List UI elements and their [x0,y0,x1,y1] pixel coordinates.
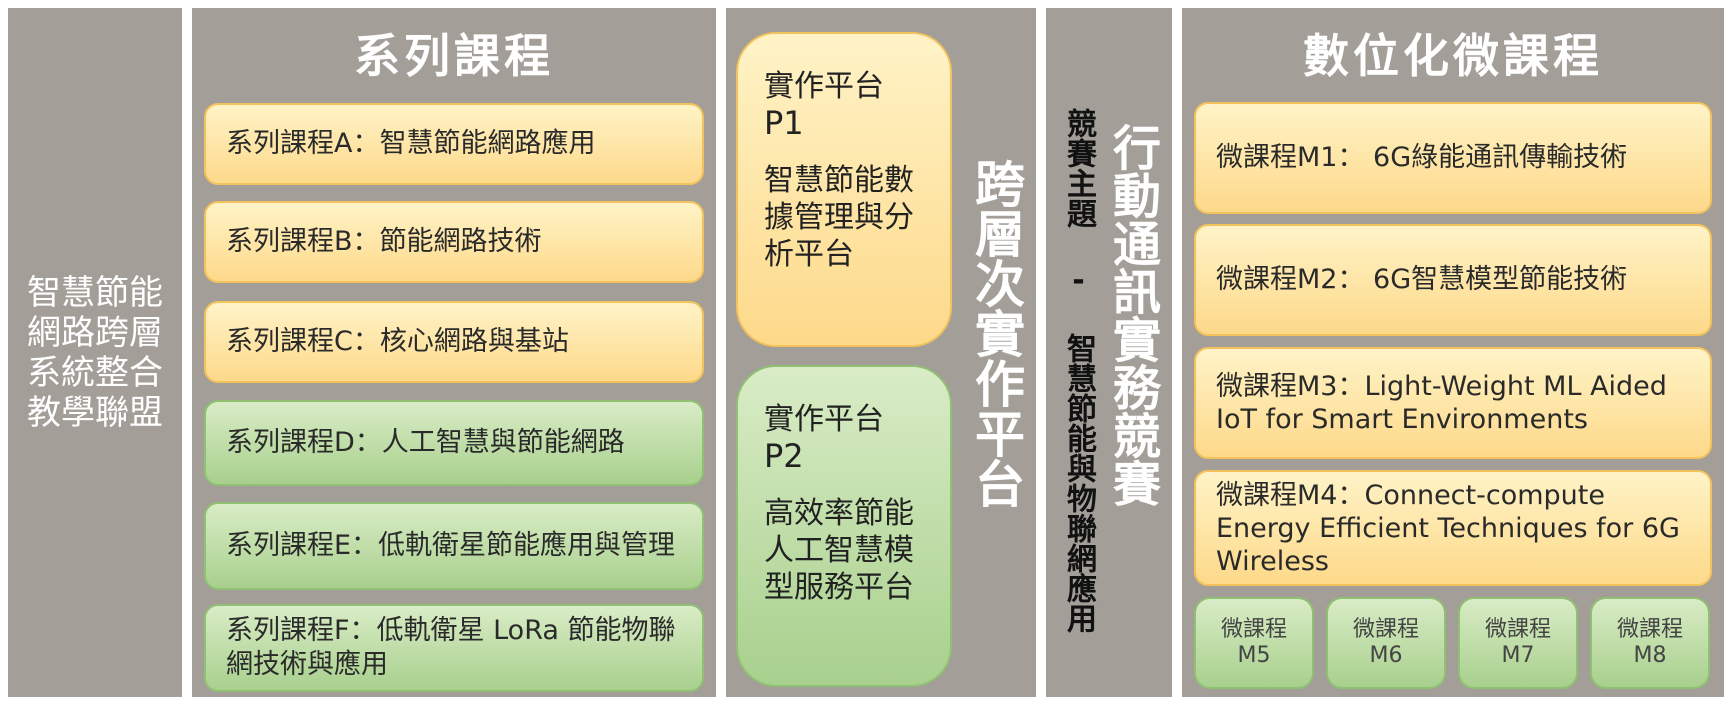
micro-course-name: 微課程 [1220,617,1287,642]
platform-vertical-title: 跨層次實作平台 [967,158,1025,508]
micro-course-code: M6 [1369,643,1403,668]
micro-course-m6[interactable]: 微課程 M6 [1326,597,1446,689]
platform-p1-title: 實作平台 [764,69,884,104]
micro-panel: 數位化微課程 微課程M1： 6G綠能通訊傳輸技術 微課程M2： 6G智慧模型節能… [1182,8,1724,697]
micro-course-code: M7 [1501,643,1535,668]
platform-p1-card[interactable]: 實作平台 P1 智慧節能數據管理與分析平台 [736,32,952,347]
micro-course-label: 微課程M4：Connect-compute Energy Efficient T… [1216,479,1680,577]
competition-main-title: 行動通訊實務競賽 [1104,123,1160,507]
micro-course-label: 微課程M1： 6G綠能通訊傳輸技術 [1216,142,1628,173]
micro-course-m2[interactable]: 微課程M2： 6G智慧模型節能技術 [1194,224,1712,336]
micro-course-label: 微課程M2： 6G智慧模型節能技術 [1216,264,1628,295]
micro-course-code: M8 [1633,643,1667,668]
alliance-title-text: 智慧節能 網路跨層 系統整合 教學聯盟 [27,272,163,433]
platform-p2-desc: 高效率節能人工智慧模型服務平台 [764,496,914,605]
series-course-b[interactable]: 系列課程B：節能網路技術 [204,201,704,283]
micro-course-m4[interactable]: 微課程M4：Connect-compute Energy Efficient T… [1194,470,1712,586]
series-course-label: 系列課程B：節能網路技術 [226,226,542,257]
platform-panel: 實作平台 P1 智慧節能數據管理與分析平台 實作平台 P2 高效率節能人工智慧模… [726,8,1036,697]
platform-p1-desc: 智慧節能數據管理與分析平台 [764,163,914,272]
micro-course-m3[interactable]: 微課程M3：Light-Weight ML Aided IoT for Smar… [1194,347,1712,459]
micro-course-name: 微課程 [1352,617,1419,642]
micro-course-m8[interactable]: 微課程 M8 [1590,597,1710,689]
series-course-e[interactable]: 系列課程E：低軌衛星節能應用與管理 [204,502,704,590]
competition-panel: 行動通訊實務競賽 競賽主題 - 智慧節能與物聯網應用 [1046,8,1172,697]
alliance-title: 智慧節能 網路跨層 系統整合 教學聯盟 [8,8,182,697]
series-course-a[interactable]: 系列課程A：智慧節能網路應用 [204,103,704,185]
micro-course-m1[interactable]: 微課程M1： 6G綠能通訊傳輸技術 [1194,102,1712,214]
platform-p2-code: P2 [764,437,804,475]
platform-p2-title: 實作平台 [764,402,884,437]
micro-heading: 數位化微課程 [1303,29,1603,83]
series-panel: 系列課程 系列課程A：智慧節能網路應用 系列課程B：節能網路技術 系列課程C：核… [192,8,716,697]
micro-course-m7[interactable]: 微課程 M7 [1458,597,1578,689]
micro-course-name: 微課程 [1616,617,1683,642]
micro-course-code: M5 [1237,643,1271,668]
alliance-panel: 智慧節能 網路跨層 系統整合 教學聯盟 [8,8,182,697]
series-course-f[interactable]: 系列課程F：低軌衛星 LoRa 節能物聯網技術與應用 [204,604,704,692]
micro-course-m5[interactable]: 微課程 M5 [1194,597,1314,689]
platform-p1-code: P1 [764,104,804,142]
series-course-label: 系列課程C：核心網路與基站 [226,326,569,357]
series-course-label: 系列課程D：人工智慧與節能網路 [226,427,625,458]
micro-course-name: 微課程 [1484,617,1551,642]
series-course-label: 系列課程E：低軌衛星節能應用與管理 [226,530,676,561]
platform-p2-card[interactable]: 實作平台 P2 高效率節能人工智慧模型服務平台 [736,365,952,687]
series-course-label: 系列課程A：智慧節能網路應用 [226,128,596,159]
micro-course-label: 微課程M3：Light-Weight ML Aided IoT for Smar… [1216,371,1667,435]
series-heading: 系列課程 [354,29,554,83]
series-course-c[interactable]: 系列課程C：核心網路與基站 [204,301,704,383]
competition-sub-title: 競賽主題 - 智慧節能與物聯網應用 [1061,108,1096,633]
series-course-label: 系列課程F：低軌衛星 LoRa 節能物聯網技術與應用 [226,615,676,680]
series-course-d[interactable]: 系列課程D：人工智慧與節能網路 [204,400,704,486]
